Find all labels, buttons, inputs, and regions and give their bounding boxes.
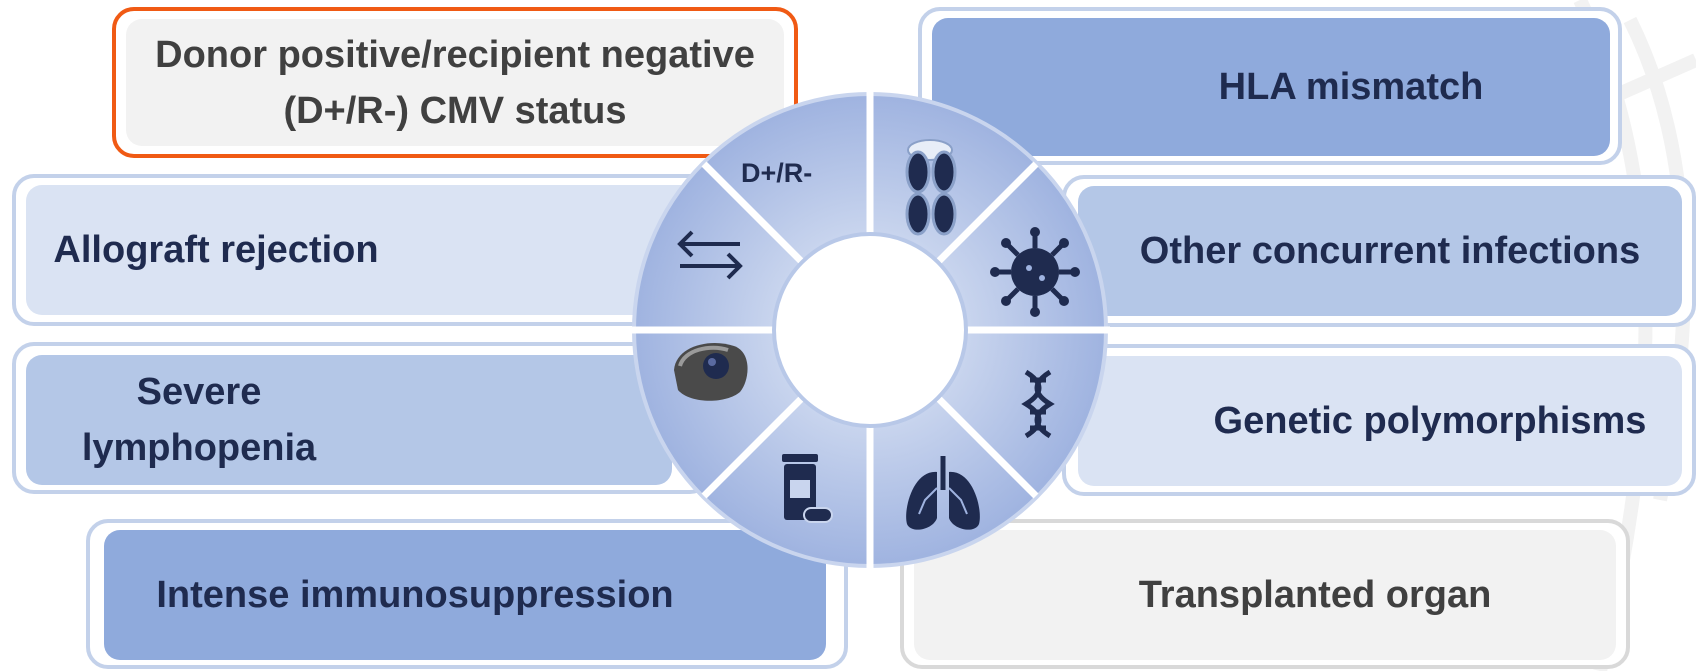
chromosome-icon [905,139,957,236]
transplanted-organ-label: Transplanted organ [914,530,1616,660]
immunosuppression-label: Intense immunosuppression [104,530,826,660]
risk-factor-wheel [630,90,1110,570]
lungs-icon [906,456,980,530]
exchange-arrows-icon [677,230,743,280]
cmv-status-label: Donor positive/recipient negative (D+/R-… [126,19,784,146]
hla-mismatch-label: HLA mismatch [932,18,1610,156]
severe-lymphopenia-label: Severe lymphopenia [26,355,672,485]
dna-icon [1021,369,1055,439]
genetic-polymorphisms-label: Genetic polymorphisms [1078,356,1682,486]
allograft-rejection-label: Allograft rejection [26,185,706,315]
wheel-center [772,232,968,428]
dr-segment-label: D+/R- [741,158,813,188]
pill-bottle-icon [782,454,833,523]
other-infections-label: Other concurrent infections [1078,186,1682,316]
cell-icon [674,343,748,401]
virus-icon [990,227,1080,317]
